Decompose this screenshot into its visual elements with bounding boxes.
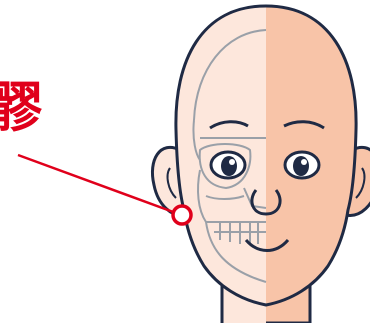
point-label: 髎 (0, 78, 42, 138)
acupoint-circle-icon (173, 206, 191, 224)
